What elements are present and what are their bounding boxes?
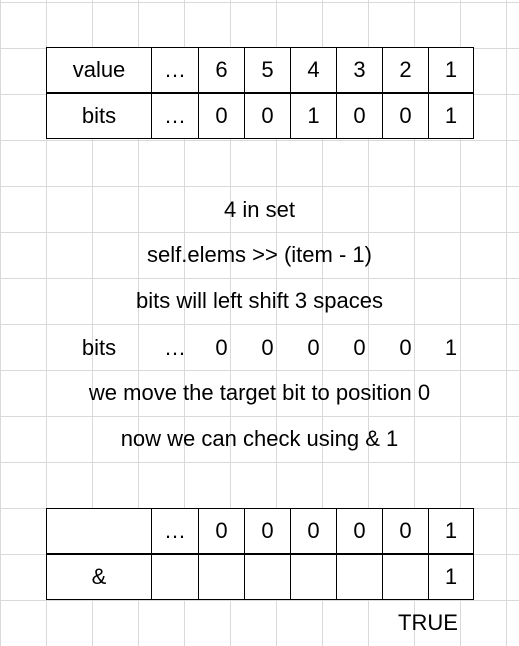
result-true: TRUE <box>398 610 458 635</box>
value-cell-5: 5 <box>244 47 291 93</box>
shifted-cell-1: 1 <box>444 335 458 360</box>
shifted-bits-row: bits … 0 0 0 0 0 1 <box>0 325 519 371</box>
mask-cell-3 <box>336 554 383 600</box>
bits-cell-2: 0 <box>382 93 429 139</box>
bits-cell-4: 1 <box>290 93 337 139</box>
operand-cell-ellipsis: … <box>151 508 199 554</box>
shifted-cell-2: 0 <box>399 335 412 360</box>
bits-cell-6: 0 <box>198 93 245 139</box>
value-row: value … 6 5 4 3 2 1 <box>0 47 519 93</box>
bits-cell-1: 1 <box>428 93 474 139</box>
note-4-in-set: 4 in set <box>224 197 295 222</box>
shifted-cell-5: 0 <box>261 335 274 360</box>
mask-cell-6 <box>198 554 245 600</box>
note-move-target-bit: we move the target bit to position 0 <box>88 380 431 405</box>
note-shift-expression: self.elems >> (item - 1) <box>147 242 372 267</box>
mask-cell-1: 1 <box>428 554 474 600</box>
mask-cell-4 <box>290 554 337 600</box>
operand-cell-1: 1 <box>428 508 474 554</box>
mask-cell-2 <box>382 554 429 600</box>
bits-cell-3: 0 <box>336 93 383 139</box>
shifted-cell-6: 0 <box>215 335 228 360</box>
shifted-bits-label: bits <box>81 335 117 360</box>
bits-cell-ellipsis: … <box>151 93 199 139</box>
value-label: value <box>46 47 152 93</box>
bits-cell-5: 0 <box>244 93 291 139</box>
mask-cell-5 <box>244 554 291 600</box>
mask-label-ampersand: & <box>46 554 152 600</box>
value-cell-3: 3 <box>336 47 383 93</box>
value-cell-2: 2 <box>382 47 429 93</box>
shifted-cell-ellipsis: … <box>164 335 186 360</box>
value-cell-1: 1 <box>428 47 474 93</box>
operand-cell-6: 0 <box>198 508 245 554</box>
note-check-and-1: now we can check using & 1 <box>120 426 399 451</box>
value-cell-ellipsis: … <box>151 47 199 93</box>
shifted-cell-3: 0 <box>353 335 366 360</box>
operand-cell-5: 0 <box>244 508 291 554</box>
operand-cell-2: 0 <box>382 508 429 554</box>
and-operand-row: … 0 0 0 0 0 1 <box>0 508 519 554</box>
shifted-cell-4: 0 <box>307 335 320 360</box>
value-cell-4: 4 <box>290 47 337 93</box>
mask-cell-7 <box>151 554 199 600</box>
operand-cell-3: 0 <box>336 508 383 554</box>
operand-cell-4: 0 <box>290 508 337 554</box>
note-shift-spaces: bits will left shift 3 spaces <box>136 288 383 313</box>
and-mask-row: & 1 <box>0 554 519 600</box>
operand-label <box>46 508 152 554</box>
value-cell-6: 6 <box>198 47 245 93</box>
bits-row: bits … 0 0 1 0 0 1 <box>0 93 519 139</box>
bits-label: bits <box>46 93 152 139</box>
